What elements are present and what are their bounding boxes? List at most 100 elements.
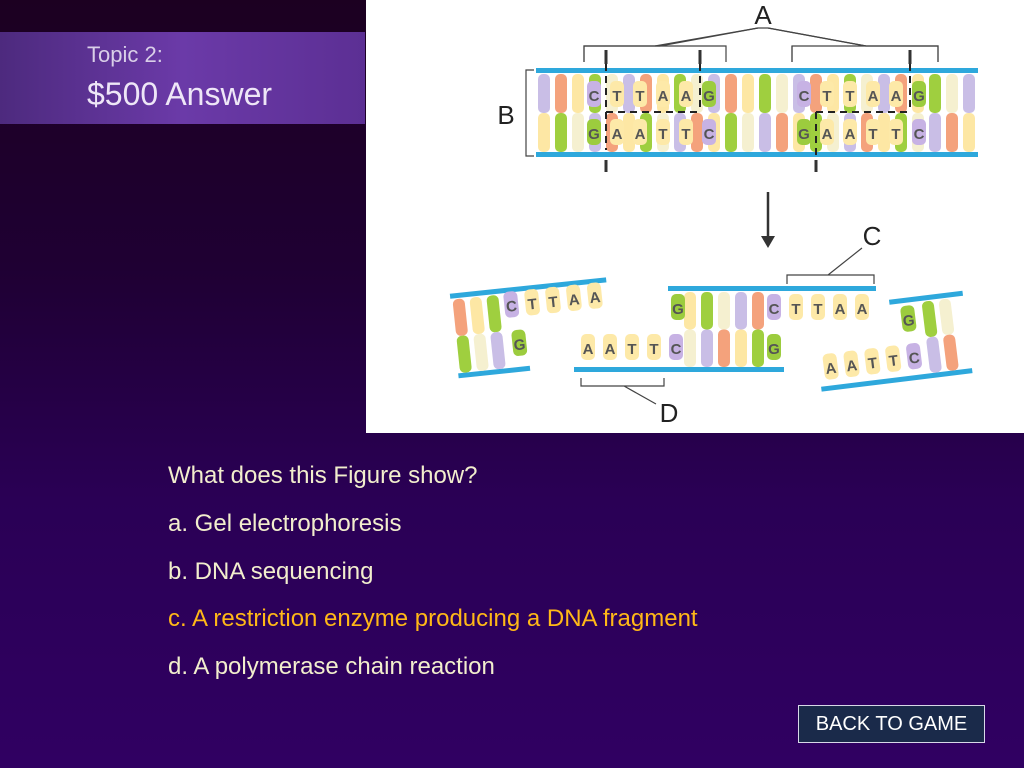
base-block (503, 291, 520, 318)
base-letter: C (769, 301, 780, 318)
base-pair-rung (938, 298, 955, 335)
backbone (458, 365, 531, 379)
base-block (866, 81, 880, 107)
question-prompt: What does this Figure show? (168, 462, 478, 489)
base-pair-rung (469, 296, 485, 335)
base-letter: A (612, 126, 623, 143)
base-letter: T (813, 301, 822, 318)
base-pair-rung (926, 336, 942, 373)
backbone (536, 152, 978, 157)
base-pair-rung (538, 74, 550, 113)
label-b: B (497, 100, 514, 130)
base-letter: G (768, 341, 780, 358)
base-block (702, 119, 716, 145)
base-block (797, 119, 811, 145)
backbone (821, 368, 973, 392)
base-letter: A (857, 301, 868, 318)
bracket-a-right (791, 45, 939, 62)
base-letter: A (605, 341, 616, 358)
base-letter: T (868, 126, 877, 143)
base-pair-rung (490, 332, 506, 370)
base-letter: A (822, 126, 833, 143)
base-pair-rung (752, 292, 764, 330)
option-d: d. A polymerase chain reaction (168, 653, 495, 680)
base-pair-rung (684, 292, 696, 330)
base-pair-rung (623, 113, 635, 152)
base-block (797, 81, 811, 107)
base-pair-rung (555, 74, 567, 113)
base-letter: A (845, 126, 856, 143)
base-pair-rung (946, 74, 958, 113)
base-pair-rung (555, 113, 567, 152)
base-letter: G (703, 88, 715, 105)
base-letter: T (649, 341, 658, 358)
bracket-a (583, 27, 939, 62)
base-block (633, 81, 647, 107)
base-letter: A (868, 88, 879, 105)
base-block (820, 81, 834, 107)
base-block (587, 81, 601, 107)
bracket-a-stem (654, 27, 867, 47)
base-pair-rung (456, 335, 472, 373)
base-pair-rung (810, 113, 822, 152)
base-block (610, 119, 624, 145)
base-block (912, 119, 926, 145)
base-pair-rung (735, 292, 747, 330)
base-pair-rung (486, 295, 502, 333)
base-block (912, 81, 926, 107)
down-arrow-head (761, 236, 775, 248)
base-block (843, 350, 860, 378)
base-letter: T (891, 126, 900, 143)
base-block (889, 81, 903, 107)
base-letter: A (658, 88, 669, 105)
base-block (656, 119, 670, 145)
base-block (545, 286, 561, 314)
base-pair-rung (776, 113, 788, 152)
bracket-d (580, 378, 665, 405)
base-block (885, 345, 902, 372)
base-block (671, 294, 685, 320)
title-band (0, 32, 365, 124)
base-block (900, 305, 917, 332)
bracket-b (525, 69, 534, 157)
base-pair-rung (701, 292, 713, 330)
base-letter: A (681, 88, 692, 105)
base-block (833, 294, 847, 320)
base-pair-rung (929, 113, 941, 152)
base-letter: T (635, 88, 644, 105)
base-block (843, 81, 857, 107)
base-letter: A (568, 291, 581, 309)
base-letter: G (513, 336, 526, 354)
answer-title: $500 Answer (87, 76, 273, 112)
base-block (524, 289, 540, 316)
base-letter: C (799, 88, 810, 105)
topic-label: Topic 2: (87, 42, 163, 67)
base-pair-rung (759, 74, 771, 113)
base-block (679, 81, 693, 107)
base-pair-rung (929, 74, 941, 113)
base-block (603, 334, 617, 360)
base-pair-rung (473, 333, 489, 371)
base-block (889, 119, 903, 145)
base-letter: A (635, 126, 646, 143)
base-letter: C (505, 298, 518, 316)
base-letter: G (913, 88, 925, 105)
base-pair-rung (725, 74, 737, 113)
base-pair-rung (922, 300, 938, 337)
base-letter: C (908, 350, 921, 368)
base-block (566, 284, 582, 311)
base-letter: C (671, 341, 682, 358)
base-letter: A (583, 341, 594, 358)
base-pair-rung (684, 329, 696, 367)
base-pair-rung (963, 74, 975, 113)
base-letter: T (658, 126, 667, 143)
back-to-game-button[interactable]: BACK TO GAME (798, 705, 985, 743)
base-letter: T (822, 88, 831, 105)
label-a: A (754, 0, 772, 30)
base-block (820, 119, 834, 145)
base-pair-rung (759, 113, 771, 152)
base-block (767, 294, 781, 320)
base-letter: A (891, 88, 902, 105)
